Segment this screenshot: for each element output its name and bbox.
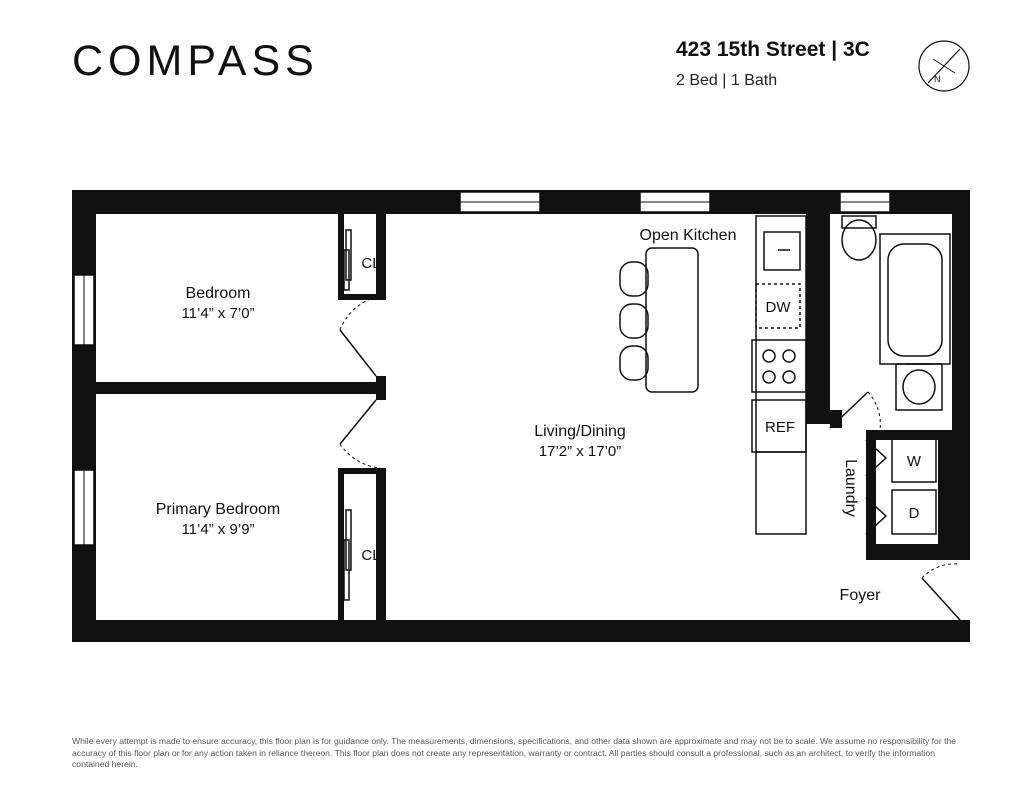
dryer-label: D — [909, 505, 920, 522]
primary-bedroom-name: Primary Bedroom — [156, 501, 280, 518]
window-lines — [83, 201, 890, 545]
laundry-name: Laundry — [842, 459, 859, 517]
walls — [72, 190, 970, 642]
living-dining-name: Living/Dining — [534, 423, 626, 440]
closet-2-label: CL — [361, 547, 380, 564]
bedroom-dims: 11’4” x 7’0” — [181, 305, 254, 322]
windows — [73, 191, 891, 546]
disclaimer-text: While every attempt is made to ensure ac… — [72, 736, 957, 769]
kitchen-fixtures — [619, 215, 807, 535]
bedroom-name: Bedroom — [186, 285, 251, 302]
listing-specs: 2 Bed | 1 Bath — [676, 72, 778, 89]
laundry-machines — [891, 437, 937, 535]
foyer-name: Foyer — [840, 587, 882, 604]
compass-rose-icon: N — [918, 40, 970, 92]
primary-bedroom-dims: 11’4” x 9’9” — [181, 521, 254, 538]
compass-north-label: N — [934, 74, 941, 84]
floor-plan: Bedroom 11’4” x 7’0” Primary Bedroom 11’… — [72, 190, 970, 642]
room-labels: Bedroom 11’4” x 7’0” Primary Bedroom 11’… — [156, 227, 922, 604]
dishwasher-label: DW — [766, 299, 792, 316]
refrigerator-label: REF — [765, 419, 795, 436]
living-dining-dims: 17’2” x 17’0” — [539, 443, 622, 460]
closet-1-label: CL — [361, 255, 380, 272]
doors — [339, 229, 961, 621]
listing-address: 423 15th Street | 3C — [676, 38, 870, 61]
bathroom-fixtures — [841, 215, 951, 411]
company-logo: COMPASS — [72, 37, 319, 85]
washer-label: W — [907, 453, 922, 470]
open-kitchen-name: Open Kitchen — [640, 227, 737, 244]
